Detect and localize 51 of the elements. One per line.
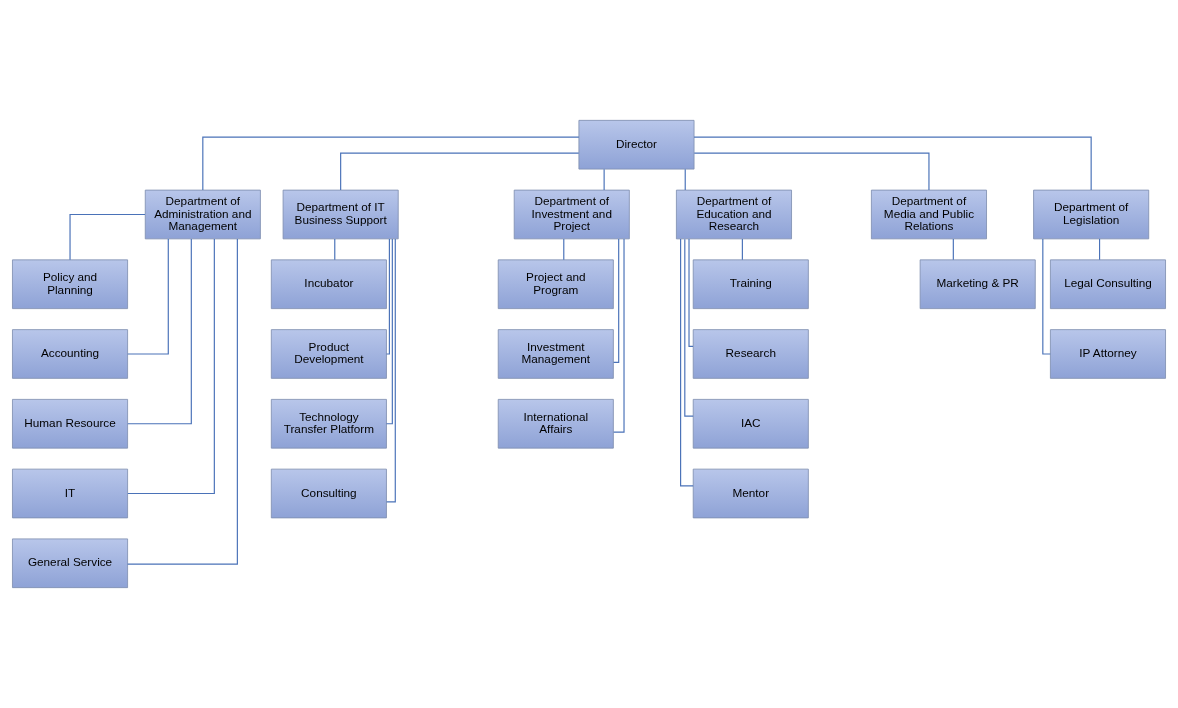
node-box: Policy and Planning: [12, 259, 129, 310]
node-box: Project and Program: [497, 259, 614, 310]
connector: [127, 238, 238, 565]
connector: [680, 238, 694, 487]
node-box: Legal Consulting: [1049, 259, 1166, 310]
node-box: Department of Legislation: [1033, 189, 1150, 240]
connector: [385, 238, 390, 355]
connector: [603, 168, 605, 191]
node-box: Department of Investment and Project: [513, 189, 630, 240]
connector: [334, 238, 336, 261]
connector: [684, 168, 686, 191]
node-box: Department of Education and Research: [676, 189, 792, 240]
connector: [684, 238, 694, 417]
node-box: IP Attorney: [1049, 329, 1166, 379]
node-box: Technology Transfer Platform: [270, 398, 387, 449]
connector: [127, 238, 169, 355]
connector: [69, 213, 146, 261]
node-box: Training: [692, 259, 809, 310]
connector: [612, 238, 620, 363]
node-box: Product Development: [270, 329, 387, 379]
node-box: International Affairs: [497, 398, 614, 449]
connector: [1042, 238, 1051, 355]
node-box: Department of Media and Public Relations: [870, 189, 987, 240]
node-box: Research: [692, 329, 809, 379]
connector: [202, 136, 580, 191]
node-box: Investment Management: [497, 329, 614, 379]
connector: [563, 238, 565, 261]
connector: [127, 238, 192, 425]
node-box: Department of Administration and Management: [144, 189, 261, 240]
connector: [693, 136, 1092, 191]
connector: [386, 238, 396, 503]
node-box: Director: [578, 119, 695, 170]
node-box: Consulting: [270, 468, 387, 519]
node-box: IT: [12, 468, 129, 519]
connector: [693, 152, 930, 191]
connector: [688, 238, 694, 348]
node-box: IAC: [692, 398, 809, 449]
node-box: Incubator: [270, 259, 387, 310]
connector: [127, 238, 215, 495]
connector: [1098, 238, 1101, 261]
node-box: Marketing & PR: [919, 259, 1036, 310]
connector: [613, 238, 625, 433]
node-box: Mentor: [692, 468, 809, 519]
node-box: General Service: [12, 538, 129, 589]
node-box: Human Resource: [12, 398, 129, 449]
node-box: Accounting: [12, 329, 129, 379]
connector: [340, 152, 580, 191]
connector: [952, 238, 954, 261]
node-box: Department of IT Business Support: [282, 189, 399, 240]
connector: [385, 238, 393, 425]
connector: [741, 238, 743, 261]
